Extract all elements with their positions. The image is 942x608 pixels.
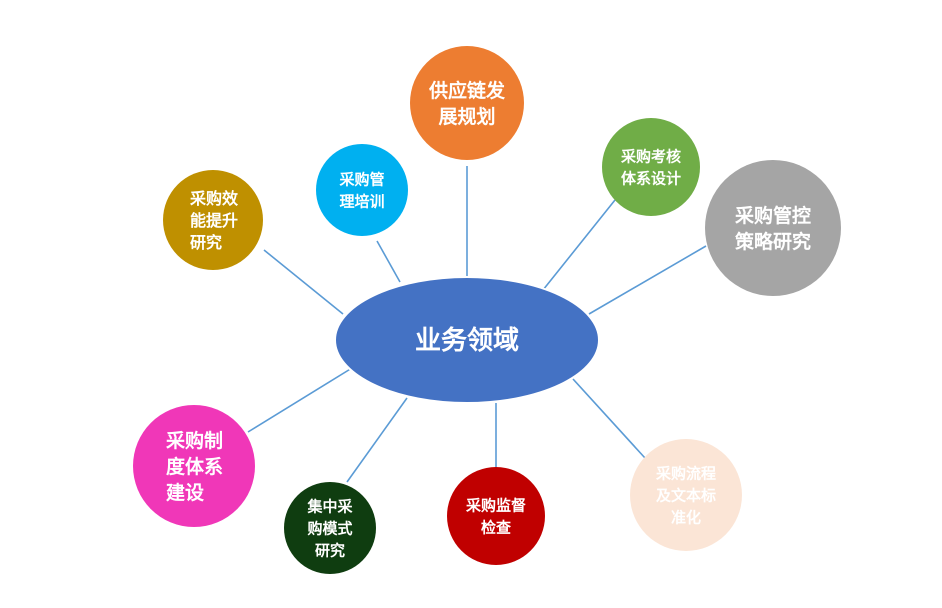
node-label-procurement-process-standardization-line-1: 采购流程	[655, 464, 716, 482]
node-circle-centralized-procurement-model	[284, 482, 376, 574]
node-circle-supply-chain-planning	[410, 46, 524, 160]
connector-centralized-procurement-model	[346, 397, 408, 483]
node-label-supply-chain-planning-line-2: 展规划	[438, 105, 495, 128]
node-label-procurement-assessment-system-line-1: 采购考核	[620, 147, 681, 165]
node-label-centralized-procurement-model-line-3: 研究	[315, 541, 345, 559]
center-label: 业务领域	[415, 325, 519, 356]
node-label-procurement-control-strategy-line-1: 采购管控	[735, 204, 811, 227]
node-label-procurement-management-training-line-2: 理培训	[339, 192, 384, 210]
node-label-procurement-management-training-line-1: 采购管	[338, 170, 384, 188]
connector-procurement-efficiency-research	[263, 249, 344, 315]
node-circle-procurement-control-strategy	[705, 160, 841, 296]
node-circle-procurement-supervision	[447, 467, 545, 565]
node-label-procurement-efficiency-research-line-3: 研究	[190, 233, 222, 252]
node-circle-procurement-assessment-system	[602, 118, 700, 216]
node-circle-procurement-process-standardization	[630, 439, 742, 551]
node-label-procurement-system-building-line-3: 建设	[166, 481, 204, 504]
node-label-procurement-efficiency-research-line-1: 采购效	[189, 189, 238, 208]
node-label-supply-chain-planning-line-1: 供应链发	[428, 79, 506, 102]
node-circle-procurement-system-building	[133, 405, 255, 527]
node-label-procurement-supervision-line-2: 检查	[481, 518, 512, 536]
node-label-centralized-procurement-model-line-2: 购模式	[307, 519, 352, 537]
node-label-procurement-system-building-line-1: 采购制	[166, 429, 223, 452]
node-label-procurement-process-standardization-line-3: 准化	[671, 508, 701, 526]
topic-nodes: 供应链发展规划采购管理培训采购效能提升研究采购考核体系设计采购管控策略研究采购制…	[133, 46, 841, 574]
node-label-procurement-efficiency-research-line-2: 能提升	[190, 211, 238, 230]
node-label-procurement-control-strategy-line-2: 策略研究	[735, 230, 811, 253]
connector-procurement-control-strategy	[588, 245, 707, 315]
center-node: 业务领域	[334, 276, 600, 404]
node-label-procurement-system-building-line-2: 度体系	[166, 455, 223, 478]
connector-procurement-process-standardization	[572, 378, 646, 459]
node-label-procurement-assessment-system-line-2: 体系设计	[621, 169, 681, 187]
connector-procurement-management-training	[376, 240, 401, 283]
node-label-procurement-process-standardization-line-2: 及文本标	[656, 486, 716, 504]
center-ellipse	[334, 276, 600, 404]
connectors	[247, 166, 707, 483]
node-label-procurement-supervision-line-1: 采购监督	[465, 496, 526, 514]
node-circle-procurement-management-training	[316, 144, 408, 236]
node-circle-procurement-efficiency-research	[163, 170, 263, 270]
connector-procurement-system-building	[247, 367, 353, 433]
node-label-centralized-procurement-model-line-1: 集中采	[306, 497, 353, 515]
connector-procurement-assessment-system	[542, 199, 616, 291]
